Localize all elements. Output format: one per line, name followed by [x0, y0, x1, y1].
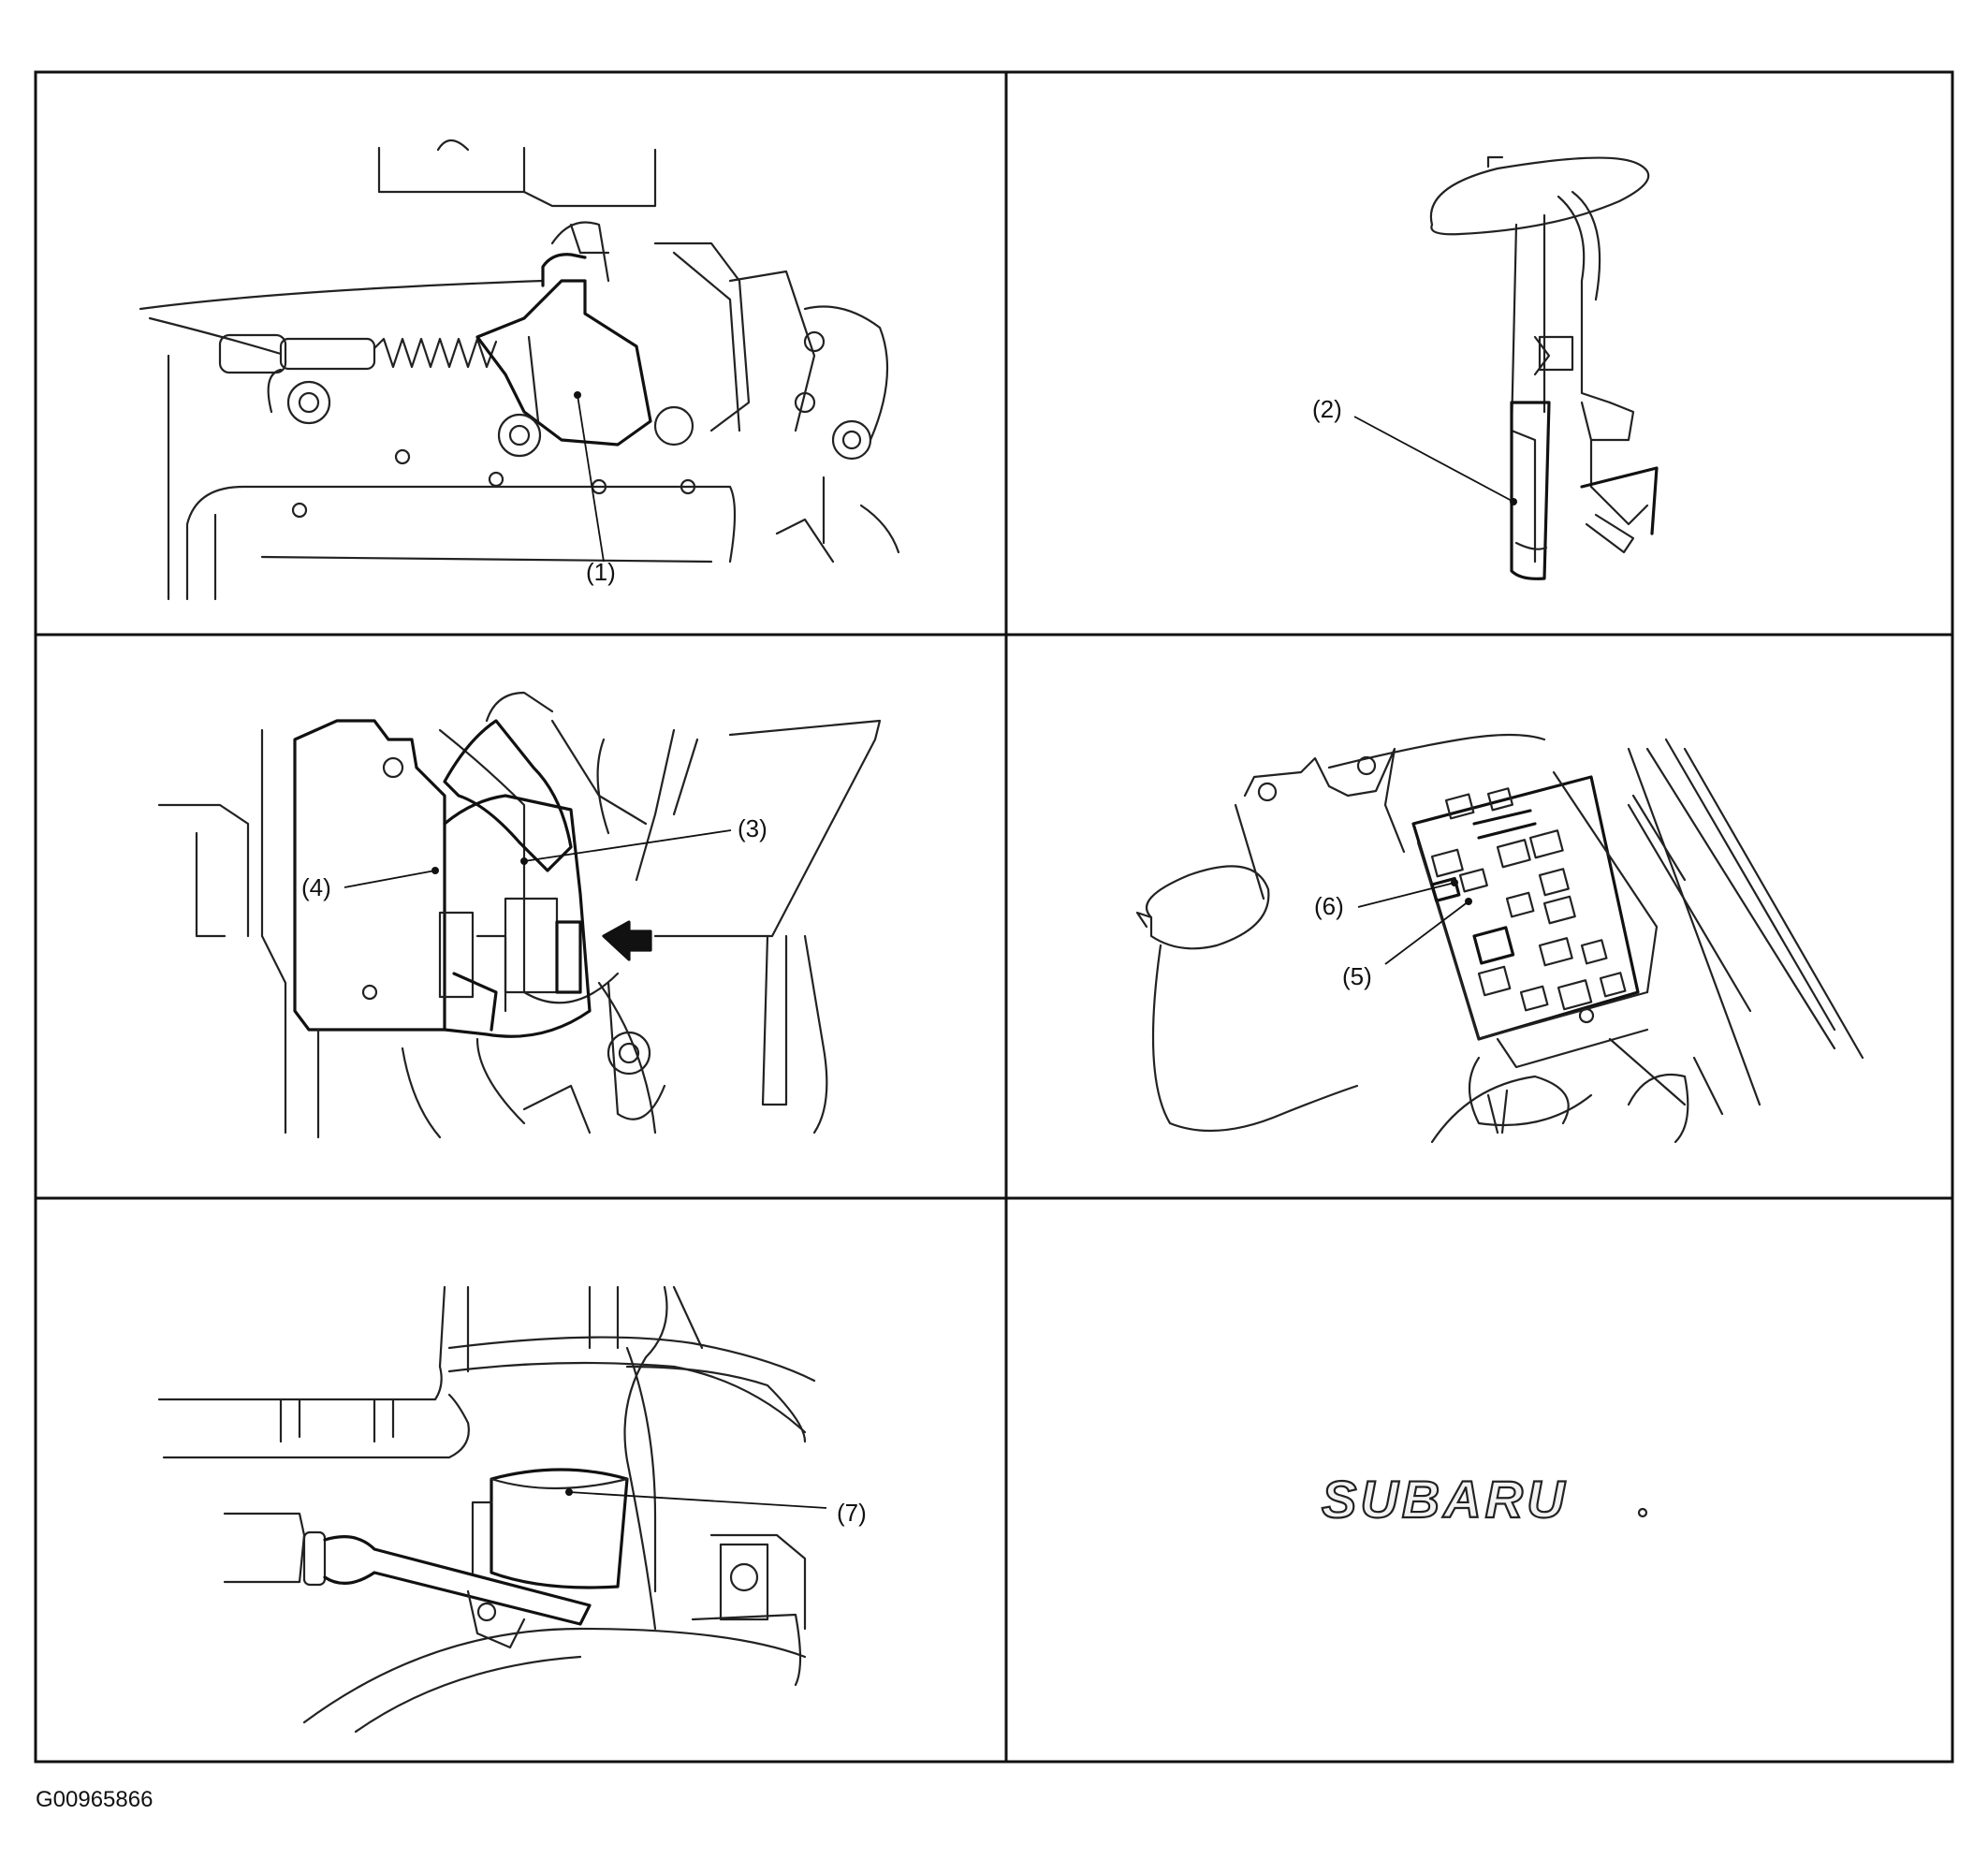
callout-2: (2) [1312, 395, 1342, 423]
panel-6-logo: SUBARU [1321, 1469, 1648, 1530]
panel-2-fuel-pump: (2) [1312, 155, 1659, 580]
figure-id: G00965866 [36, 1787, 153, 1812]
panel-4-relay-box: (6) (5) [1135, 733, 1864, 1144]
callout-6: (6) [1314, 892, 1344, 920]
callout-4: (4) [301, 873, 331, 901]
callout-5: (5) [1342, 962, 1372, 990]
subaru-logo: SUBARU [1322, 1470, 1569, 1529]
callout-3: (3) [738, 814, 767, 842]
panel-grid [34, 70, 1954, 1764]
panel-5-component: (7) [157, 1285, 867, 1734]
callout-7: (7) [837, 1499, 867, 1527]
panel-1-transmission: (1) [139, 139, 900, 601]
callout-1: (1) [586, 558, 616, 586]
panel-3-connector: (3) (4) [157, 691, 882, 1139]
